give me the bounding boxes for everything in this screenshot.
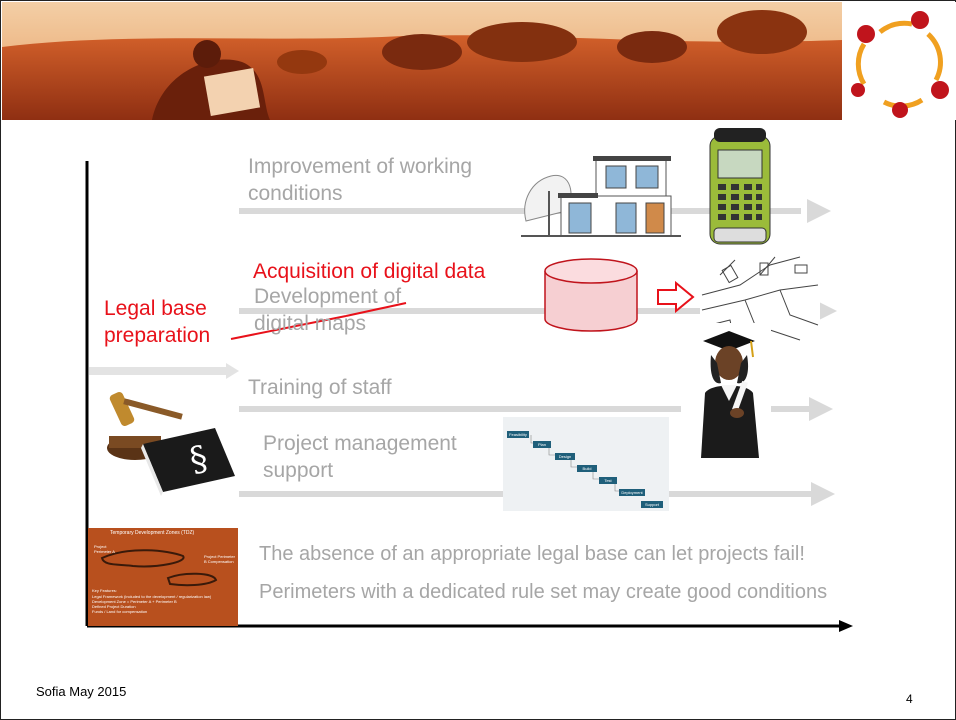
page-number: 4: [906, 692, 913, 706]
organization-logo: [851, 11, 949, 118]
landscape-photo: [2, 2, 956, 120]
tdz-title: Temporary Development Zones (TDZ): [110, 530, 195, 536]
project-schedule-diagram: Feasibility Plan Design Build Test Deplo…: [503, 417, 669, 511]
item-project-management: Project management support: [263, 432, 457, 482]
item-working-conditions: Improvement of working conditions: [248, 155, 473, 205]
graduate-photo: [681, 323, 771, 458]
item-digital-maps: Development of digital maps: [254, 285, 402, 335]
schedule-step: Plan: [533, 441, 551, 448]
database-icon: [544, 258, 638, 332]
right-arrow-icon: [657, 281, 695, 313]
connector-line: [230, 315, 347, 340]
schedule-step: Deployment: [619, 489, 645, 496]
footer-date: Sofia May 2015: [36, 684, 127, 699]
tdz-map-thumbnail: Temporary Development Zones (TDZ) Projec…: [88, 528, 238, 626]
schedule-step: Build: [577, 465, 597, 472]
statement-legal-base: The absence of an appropriate legal base…: [259, 543, 805, 565]
schedule-step: Support: [641, 501, 663, 508]
tdz-label-a: Project Perimeter A: [94, 544, 115, 554]
tdz-feature: Funds / Land for compensation: [92, 609, 148, 614]
statement-perimeters: Perimeters with a dedicated rule set may…: [259, 581, 828, 603]
schedule-step: Test: [599, 477, 617, 484]
house-illustration: [521, 156, 681, 237]
gps-device-photo: [709, 128, 771, 245]
tdz-features: Legal Framework (included to the develop…: [92, 594, 236, 614]
schedule-step: Design: [555, 453, 575, 460]
tdz-feature: Development Zone = Perimeter A + Perimet…: [92, 599, 177, 604]
item-training: Training of staff: [248, 376, 392, 399]
acquisition-label: Acquisition of digital data: [253, 260, 486, 283]
axis-arrowhead: [839, 620, 853, 632]
tdz-feature: Legal Framework (included to the develop…: [92, 594, 212, 599]
schedule-step: Feasibility: [507, 431, 529, 438]
legal-base-label: Legal base preparation: [104, 297, 211, 347]
tdz-label-b: Project Perimeter B Compensation: [204, 554, 235, 564]
tdz-features-title: Key Features:: [92, 588, 117, 593]
header-banner: [2, 2, 956, 120]
gavel-and-law-book: §: [107, 391, 235, 496]
tdz-feature: Defined Project Duration: [92, 604, 136, 609]
